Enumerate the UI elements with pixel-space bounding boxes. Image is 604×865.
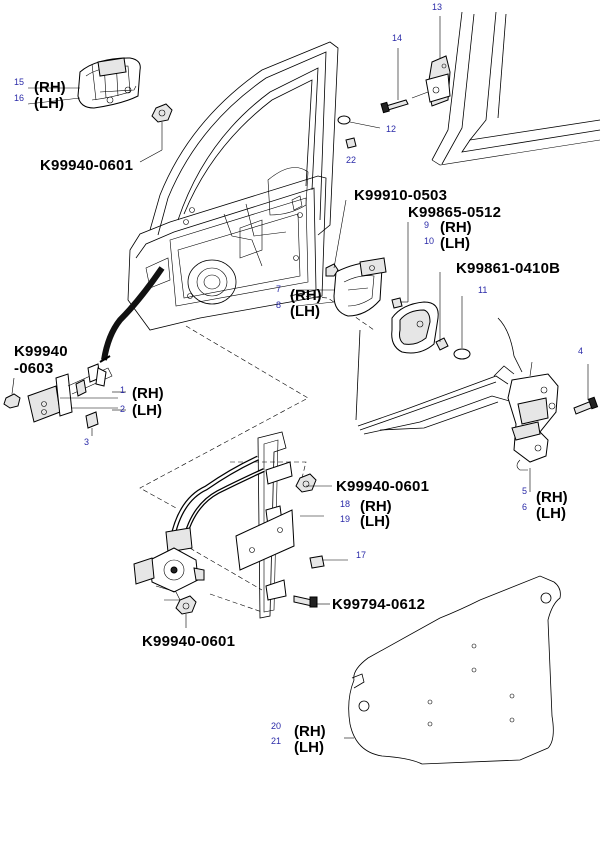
side-rh-1: (RH) xyxy=(132,385,164,402)
checker-bolt xyxy=(85,411,99,436)
inner-door-handle xyxy=(333,257,387,317)
side-lh-21: (LH) xyxy=(294,739,324,756)
side-lh-8: (LH) xyxy=(290,303,320,320)
callout-5: 5 xyxy=(522,486,528,496)
callout-lines xyxy=(27,87,531,739)
regulator-lower-nut xyxy=(175,595,197,628)
latch-screw xyxy=(573,364,599,415)
callout-21: 21 xyxy=(271,736,282,746)
callout-7: 7 xyxy=(276,284,282,294)
regulator-bolt xyxy=(293,595,318,608)
door-sealing-panel xyxy=(348,575,561,765)
callout-22: 22 xyxy=(346,155,357,165)
callout-17: 17 xyxy=(356,550,367,560)
part-number-handle-nut: K99940-0601 xyxy=(40,157,134,174)
checker-nut xyxy=(3,377,21,409)
side-lh-16: (LH) xyxy=(34,95,64,112)
door-checker xyxy=(27,363,118,423)
callout-14: 14 xyxy=(392,33,403,43)
inner-handle-screw xyxy=(391,222,409,309)
callout-12: 12 xyxy=(386,124,397,134)
handle-screw xyxy=(325,199,347,277)
callout-1: 1 xyxy=(120,385,126,395)
part-number-regulator-bolt: K99794-0612 xyxy=(332,596,426,613)
callout-9: 9 xyxy=(424,220,430,230)
part-number-inner-handle-screw: K99865-0512 xyxy=(408,204,502,221)
callout-6: 6 xyxy=(522,502,528,512)
side-lh-19: (LH) xyxy=(360,513,390,530)
callout-10: 10 xyxy=(424,236,435,246)
door-hinge xyxy=(425,16,451,107)
callout-4: 4 xyxy=(578,346,584,356)
side-lh-10: (LH) xyxy=(440,235,470,252)
part-number-checker-nut-line2: -0603 xyxy=(14,360,54,377)
handle-nut xyxy=(139,103,173,163)
side-rh-20: (RH) xyxy=(294,723,326,740)
clip-parts xyxy=(337,115,381,149)
side-rh-9: (RH) xyxy=(440,219,472,236)
callout-16: 16 xyxy=(14,93,25,103)
side-rh-5: (RH) xyxy=(536,489,568,506)
callout-2: 2 xyxy=(120,404,126,414)
side-rh-15: (RH) xyxy=(34,79,66,96)
side-lh-6: (LH) xyxy=(536,505,566,522)
callout-18: 18 xyxy=(340,499,351,509)
callout-11: 11 xyxy=(478,285,488,295)
door-harness xyxy=(99,266,165,363)
callout-3: 3 xyxy=(84,437,90,447)
hinge-bolt xyxy=(380,48,429,114)
side-lh-2: (LH) xyxy=(132,402,162,419)
door-latch xyxy=(507,361,559,471)
callout-8: 8 xyxy=(276,300,282,310)
part-number-handle-screw: K99910-0503 xyxy=(354,187,448,204)
callout-20: 20 xyxy=(271,721,282,731)
body-pillar xyxy=(431,11,601,166)
side-rh-7: (RH) xyxy=(290,287,322,304)
lock-rods xyxy=(355,317,523,435)
outside-door-handle xyxy=(77,57,141,109)
part-number-bezel-screw: K99861-0410B xyxy=(456,260,561,277)
part-number-regulator-lower-nut: K99940-0601 xyxy=(142,633,236,650)
door-frame xyxy=(127,41,339,331)
plug-cap xyxy=(453,296,471,360)
part-number-checker-nut-line1: K99940 xyxy=(14,343,68,360)
inner-handle-bezel xyxy=(391,301,439,354)
regulator-screw-17 xyxy=(309,555,348,569)
part-number-regulator-upper-nut: K99940-0601 xyxy=(336,478,430,495)
callout-19: 19 xyxy=(340,514,351,524)
window-regulator xyxy=(133,431,295,619)
side-rh-18: (RH) xyxy=(360,498,392,515)
callout-13: 13 xyxy=(432,2,443,12)
bezel-screw xyxy=(435,272,449,351)
regulator-upper-nut xyxy=(295,473,317,493)
callout-15: 15 xyxy=(14,77,25,87)
